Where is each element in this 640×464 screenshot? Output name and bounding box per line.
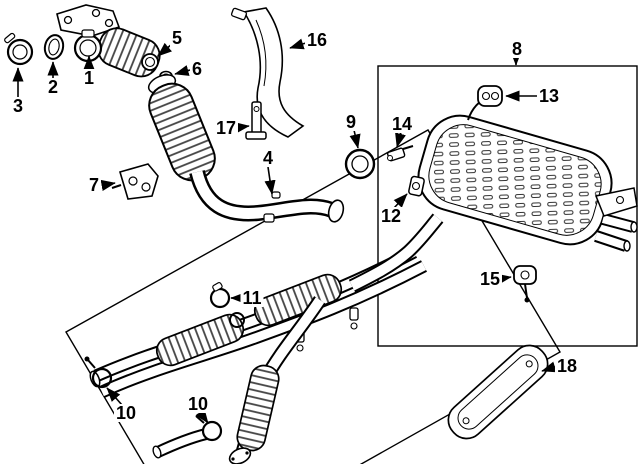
- manifold-bracket-7: [111, 163, 159, 200]
- v-band-clamp-3: [4, 32, 34, 66]
- bracket-12: [408, 175, 425, 197]
- muffler-inlet-pipe: [348, 213, 444, 293]
- pipe-hanger-bracket: [349, 307, 359, 330]
- stub-pipe: [152, 428, 208, 459]
- rubber-hanger-15: [513, 265, 537, 303]
- front-catalyst-canister: [148, 82, 216, 182]
- flex-pipe: [236, 364, 280, 452]
- callout-18[interactable]: 18: [554, 356, 580, 376]
- heat-shield-18: [447, 344, 549, 440]
- band-clamp-1: [73, 29, 103, 63]
- callout-2[interactable]: 2: [45, 77, 61, 97]
- branch-pipe-flange: [228, 447, 252, 464]
- clamp-10-front: [84, 356, 113, 389]
- callout-9[interactable]: 9: [343, 112, 359, 132]
- callout-arrows: [12, 38, 559, 424]
- callout-13[interactable]: 13: [536, 86, 562, 106]
- mount-stud-14: [386, 145, 414, 162]
- callout-15[interactable]: 15: [477, 269, 503, 289]
- callout-7[interactable]: 7: [86, 175, 102, 195]
- callout-14[interactable]: 14: [389, 114, 415, 134]
- callout-6[interactable]: 6: [189, 59, 205, 79]
- callout-8[interactable]: 8: [509, 39, 525, 59]
- callout-10-rear[interactable]: 10: [185, 394, 211, 414]
- callout-12[interactable]: 12: [378, 206, 404, 226]
- tailpipes: [594, 187, 638, 252]
- gasket-ring-2: [43, 34, 65, 60]
- callout-3[interactable]: 3: [10, 96, 26, 116]
- clamp-11: [209, 282, 245, 328]
- mid-section-box: [65, 129, 561, 464]
- callout-11[interactable]: 11: [240, 288, 264, 308]
- rubber-hanger-13: [477, 85, 503, 107]
- callout-1[interactable]: 1: [81, 68, 97, 88]
- callout-16[interactable]: 16: [304, 30, 330, 50]
- heat-shield-16: [230, 7, 305, 138]
- mid-pipes: [89, 246, 428, 398]
- callout-4[interactable]: 4: [260, 148, 276, 168]
- callout-5[interactable]: 5: [169, 28, 185, 48]
- callout-10-front[interactable]: 10: [113, 403, 139, 423]
- gasket-5: [141, 53, 159, 71]
- front-pipe-4: [189, 169, 345, 223]
- support-bracket-17: [245, 101, 267, 140]
- muffler: [417, 114, 613, 246]
- callout-17[interactable]: 17: [213, 118, 239, 138]
- gasket-9: [344, 148, 376, 180]
- turbo-flange: [56, 4, 121, 37]
